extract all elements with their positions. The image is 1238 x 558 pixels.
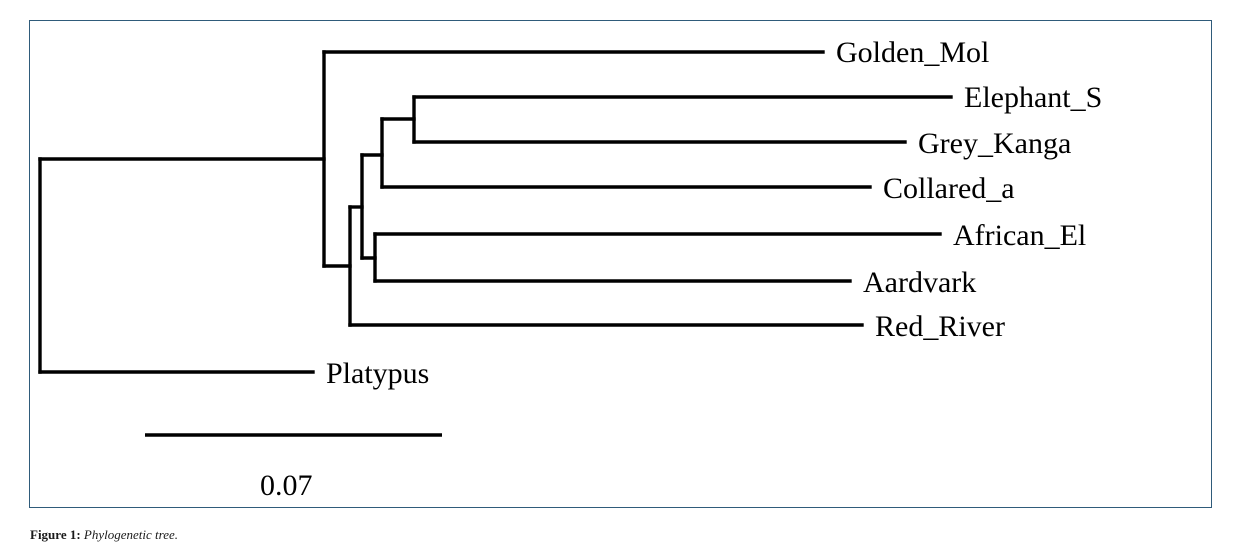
taxon-label-african: African_El: [953, 219, 1086, 252]
taxon-label-redriver: Red_River: [875, 310, 1005, 343]
taxon-label-golden: Golden_Mol: [836, 36, 989, 69]
caption-text: Phylogenetic tree.: [83, 527, 179, 542]
taxon-label-collared: Collared_a: [883, 172, 1015, 205]
taxon-label-grey: Grey_Kanga: [918, 127, 1071, 160]
taxon-label-elephant: Elephant_S: [964, 81, 1102, 114]
scale-bar-label: 0.07: [260, 469, 313, 502]
figure-caption: Figure 1: Phylogenetic tree.: [30, 527, 178, 543]
taxon-label-aardvark: Aardvark: [863, 266, 976, 299]
figure-frame: [29, 20, 1212, 508]
caption-label: Figure 1:: [30, 527, 81, 542]
taxon-label-platypus: Platypus: [326, 357, 429, 390]
